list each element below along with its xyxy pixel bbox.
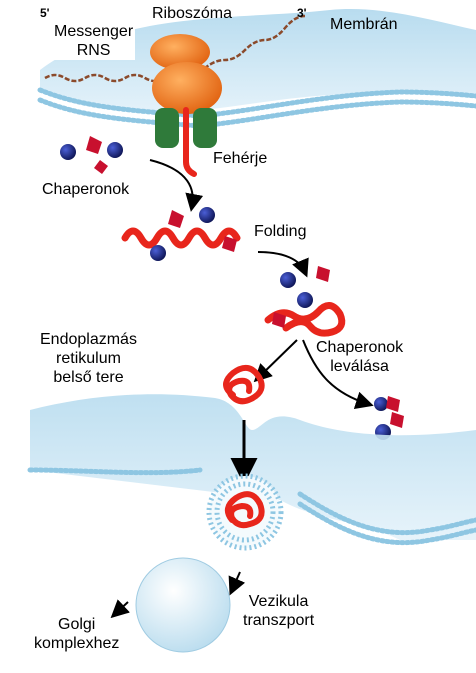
label-release-line2: leválása [330,358,389,375]
label-three-prime: 3' [297,6,307,20]
label-golgi: Golgi komplexhez [34,615,119,653]
label-membrane: Membrán [330,16,398,33]
lumen-protein [223,364,265,405]
label-five-prime: 5' [40,6,50,20]
label-er: Endoplazmás retikulum belső tere [40,330,137,387]
arrow-to-lumen [253,339,298,383]
folding-protein [121,207,241,261]
label-release-line1: Chaperonok [316,339,404,356]
translocon-channel [155,108,217,148]
label-golgi-line2: komplexhez [34,635,120,652]
label-protein: Fehérje [213,150,268,167]
label-vesicle: Vezikula transzport [243,592,314,630]
nascent-protein [183,107,197,177]
label-er-line3: belső tere [53,369,124,386]
label-mrna: Messenger RNS [52,22,136,60]
label-golgi-line1: Golgi [58,616,96,633]
label-chaperones: Chaperonok [42,181,130,198]
arrow-folding [257,251,309,278]
arrow-to-folding [149,159,204,212]
released-chaperones [374,396,404,440]
label-release: Chaperonok leválása [316,338,403,376]
folded-complex [264,266,346,337]
label-er-line2: retikulum [56,350,121,367]
label-er-line1: Endoplazmás [40,331,137,348]
label-vesicle-line2: transzport [243,612,315,629]
transport-vesicle [135,557,231,653]
ribosome [150,34,222,114]
label-mrna-line2: RNS [76,42,111,59]
arrow-to-golgi [110,599,130,619]
top-membrane [37,9,476,129]
budding-vesicle [206,473,284,551]
arrow-vesicle-transport [228,571,246,596]
arrow-to-release [302,339,374,409]
label-folding: Folding [254,223,307,240]
chaperone-group-1 [60,136,123,174]
label-mrna-line1: Messenger [54,23,134,40]
label-vesicle-line1: Vezikula [248,593,309,610]
label-ribosome: Riboszóma [152,5,233,22]
